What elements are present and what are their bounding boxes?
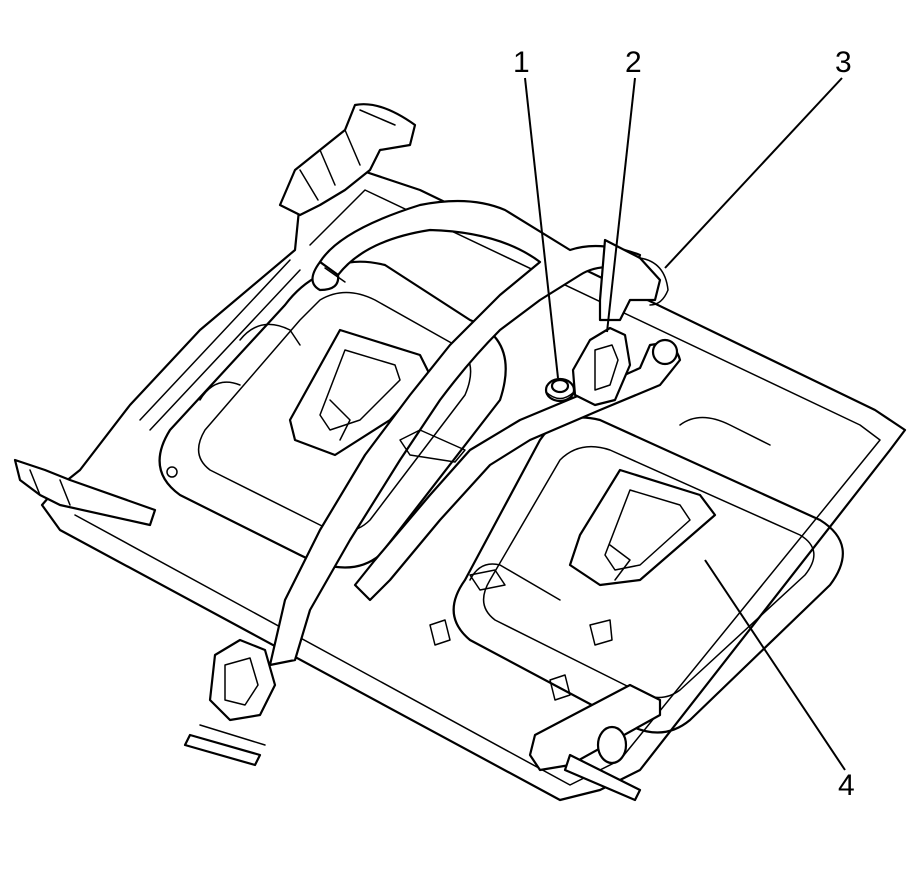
callout-4: 4	[838, 769, 855, 802]
callout-2: 2	[625, 46, 642, 79]
strap-clips	[399, 429, 506, 591]
diagonal-tube	[353, 338, 682, 602]
left-latch	[13, 458, 157, 527]
anchor-bracket	[571, 326, 632, 407]
rear-hinge-mechanism	[278, 103, 417, 217]
callout-3: 3	[835, 46, 852, 79]
callout-leaders	[524, 77, 846, 771]
leader-line-2	[606, 77, 636, 333]
left-seat-pan	[158, 260, 507, 569]
leader-line-3	[664, 77, 843, 269]
leader-line-4	[704, 559, 846, 771]
seat-back-tube	[268, 199, 642, 667]
callout-1: 1	[513, 46, 530, 79]
front-buckle-bracket	[183, 638, 277, 767]
leader-line-1	[524, 77, 559, 379]
hinge-pin	[528, 683, 662, 802]
callout-labels: 1 2 3 4	[513, 46, 855, 802]
bolt	[544, 377, 576, 403]
seat-frame	[40, 168, 907, 802]
